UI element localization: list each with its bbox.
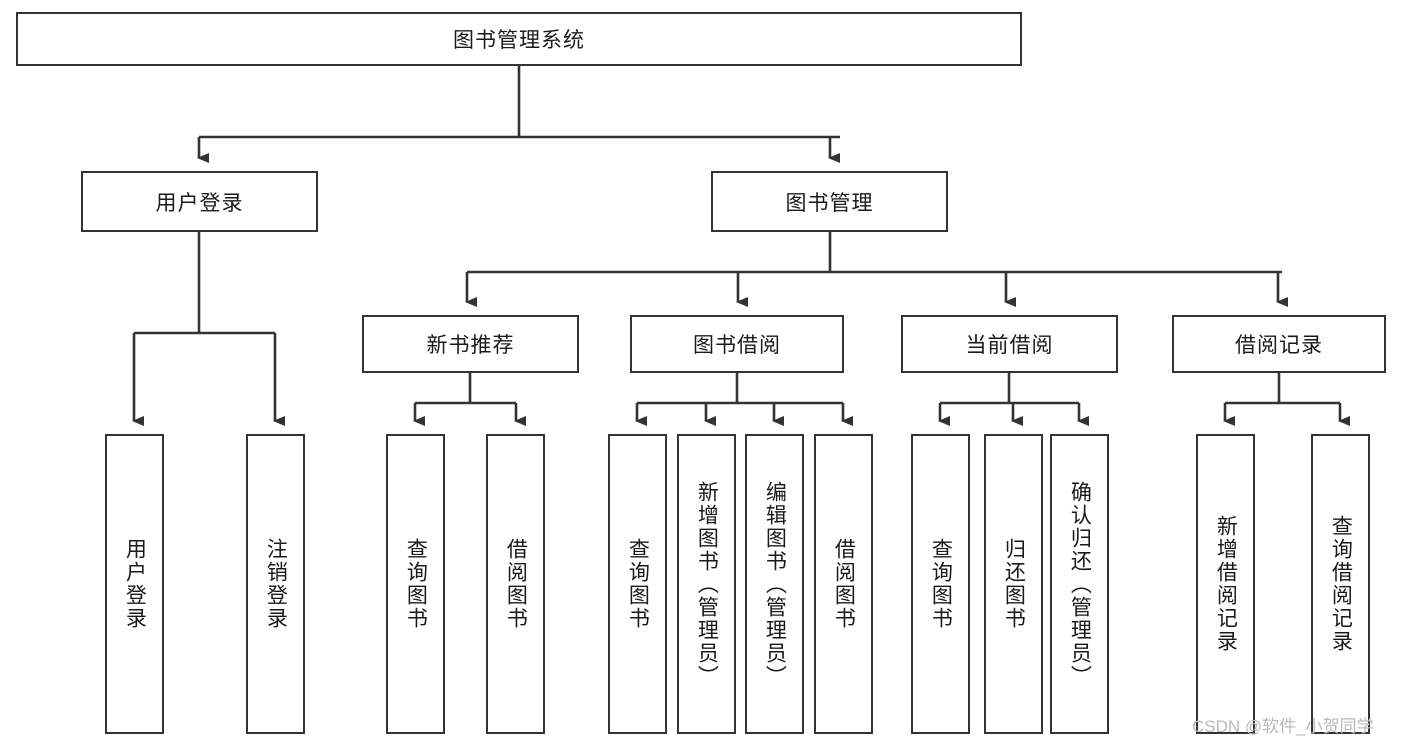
node-user-login-label: 用户登录: [155, 191, 244, 215]
leaf-borrow-book-1[interactable]: 借阅图书: [486, 434, 545, 734]
csdn-watermark: CSDN @软件_小贺同学: [1192, 717, 1374, 736]
node-current-borrow[interactable]: 当前借阅: [901, 315, 1118, 373]
node-borrow-record[interactable]: 借阅记录: [1172, 315, 1386, 373]
leaf-user-logout[interactable]: 注销登录: [246, 434, 305, 734]
node-new-book-recommend[interactable]: 新书推荐: [362, 315, 579, 373]
leaf-return-book-label: 归还图书: [1002, 538, 1026, 630]
leaf-user-logout-label: 注销登录: [264, 538, 288, 630]
leaf-query-record[interactable]: 查询借阅记录: [1311, 434, 1370, 734]
node-root[interactable]: 图书管理系统: [16, 12, 1022, 66]
node-user-login[interactable]: 用户登录: [81, 171, 318, 232]
leaf-borrow-book-1-label: 借阅图书: [504, 538, 528, 630]
node-current-borrow-label: 当前借阅: [965, 334, 1054, 357]
leaf-query-book-1-label: 查询图书: [404, 538, 428, 630]
leaf-query-record-label: 查询借阅记录: [1329, 515, 1353, 653]
leaf-user-login-label: 用户登录: [123, 538, 147, 630]
leaf-add-record-label: 新增借阅记录: [1214, 515, 1238, 653]
node-book-borrow-label: 图书借阅: [693, 334, 781, 357]
leaf-query-book-3[interactable]: 查询图书: [911, 434, 970, 734]
leaf-confirm-return[interactable]: 确认归还（管理员）: [1050, 434, 1109, 734]
leaf-add-book-label: 新增图书（管理员）: [695, 480, 719, 688]
node-new-book-recommend-label: 新书推荐: [426, 334, 515, 357]
leaf-user-login[interactable]: 用户登录: [105, 434, 164, 734]
leaf-edit-book[interactable]: 编辑图书（管理员）: [745, 434, 804, 734]
leaf-return-book[interactable]: 归还图书: [984, 434, 1043, 734]
node-book-management-label: 图书管理: [785, 191, 874, 215]
leaf-borrow-book-2[interactable]: 借阅图书: [814, 434, 873, 734]
node-book-borrow[interactable]: 图书借阅: [630, 315, 844, 373]
leaf-borrow-book-2-label: 借阅图书: [832, 538, 856, 630]
leaf-add-book[interactable]: 新增图书（管理员）: [677, 434, 736, 734]
leaf-edit-book-label: 编辑图书（管理员）: [763, 480, 787, 688]
leaf-query-book-2-label: 查询图书: [626, 538, 650, 630]
leaf-query-book-3-label: 查询图书: [929, 538, 953, 630]
leaf-query-book-2[interactable]: 查询图书: [608, 434, 667, 734]
node-book-management[interactable]: 图书管理: [711, 171, 948, 232]
leaf-query-book-1[interactable]: 查询图书: [386, 434, 445, 734]
node-borrow-record-label: 借阅记录: [1235, 334, 1323, 357]
leaf-confirm-return-label: 确认归还（管理员）: [1068, 480, 1092, 688]
node-root-label: 图书管理系统: [453, 29, 585, 52]
leaf-add-record[interactable]: 新增借阅记录: [1196, 434, 1255, 734]
